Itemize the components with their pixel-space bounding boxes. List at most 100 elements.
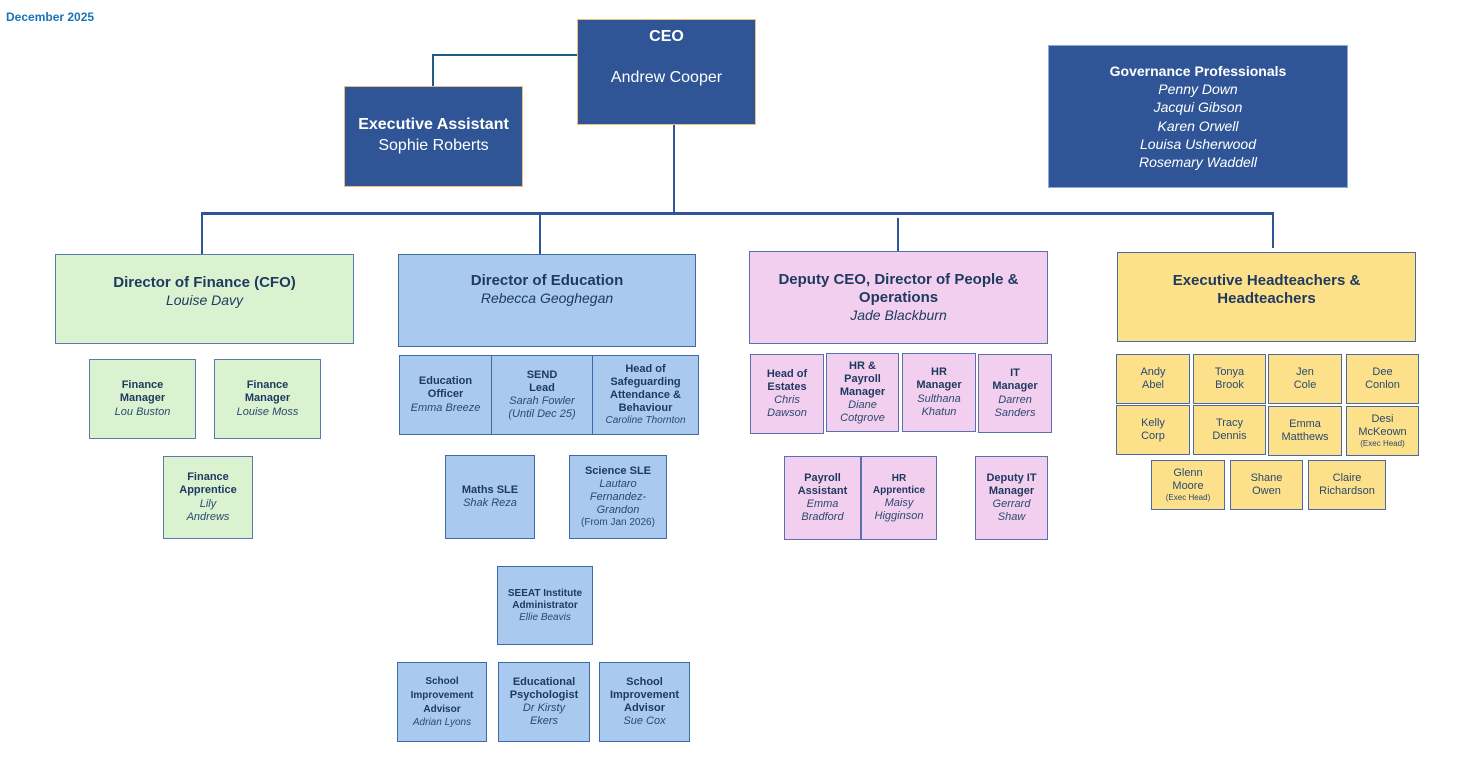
education-staff-box[interactable]: School Improvement Advisor Adrian Lyons (397, 662, 487, 742)
headteacher-last-name: Richardson (1319, 485, 1375, 497)
headteacher-note: (Exec Head) (1165, 493, 1211, 503)
ceo-box[interactable]: CEO Andrew Cooper (577, 19, 756, 125)
staff-title: HR & Payroll Manager (839, 359, 886, 398)
governance-member: Jacqui Gibson (1153, 99, 1243, 116)
people-staff-box[interactable]: IT Manager Darren Sanders (978, 354, 1052, 433)
headteacher-last-name: Owen (1252, 485, 1281, 497)
executive-assistant-box[interactable]: Executive Assistant Sophie Roberts (344, 86, 523, 187)
connector-ceo-ea-v (432, 54, 434, 87)
headteacher-first-name: Shane (1250, 471, 1283, 484)
headteacher-first-name: Dee (1372, 365, 1393, 378)
staff-name: Diane Cotgrove (840, 399, 885, 425)
headteacher-last-name: Abel (1141, 379, 1165, 391)
education-staff-box[interactable]: SEEAT Institute Administrator Ellie Beav… (497, 566, 593, 645)
staff-title: Educational Psychologist (509, 675, 579, 701)
staff-name: Sarah Fowler (509, 395, 575, 407)
education-staff-box[interactable]: Head of Safeguarding Attendance & Behavi… (592, 355, 699, 435)
finance-staff-box[interactable]: Finance Apprentice Lily Andrews (163, 456, 253, 539)
director-finance-title: Director of Finance (CFO) (113, 273, 296, 291)
people-staff-box[interactable]: Head of Estates Chris Dawson (750, 354, 824, 434)
education-staff-box[interactable]: School Improvement Advisor Sue Cox (599, 662, 690, 742)
headteacher-last-name: Conlon (1365, 379, 1400, 391)
staff-title: Maths SLE (461, 483, 519, 496)
staff-title: Education Officer (418, 375, 473, 401)
education-staff-box[interactable]: SEND Lead Sarah Fowler (Until Dec 25) (491, 355, 593, 435)
finance-staff-box[interactable]: Finance Manager Louise Moss (214, 359, 321, 439)
director-education-box[interactable]: Director of Education Rebecca Geoghegan (398, 254, 696, 347)
connector-education (539, 213, 541, 254)
staff-name: Louise Moss (236, 405, 299, 418)
staff-name: Emma Bradford (801, 498, 844, 524)
director-education-name: Rebecca Geoghegan (480, 290, 614, 307)
director-people-box[interactable]: Deputy CEO, Director of People & Operati… (749, 251, 1048, 344)
headteacher-first-name: Andy (1140, 365, 1166, 378)
governance-box[interactable]: Governance Professionals Penny Down Jacq… (1048, 45, 1348, 188)
headteacher-last-name: McKeown (1358, 426, 1407, 439)
people-staff-box[interactable]: Deputy IT Manager Gerrard Shaw (975, 456, 1048, 540)
staff-name: Dr Kirsty Ekers (522, 702, 566, 728)
people-staff-box[interactable]: HR & Payroll Manager Diane Cotgrove (826, 353, 899, 432)
staff-name: Caroline Thornton (605, 415, 686, 427)
headteacher-first-name: Glenn (1173, 467, 1203, 480)
education-staff-box[interactable]: Educational Psychologist Dr Kirsty Ekers (498, 662, 590, 742)
chart-date: December 2025 (6, 10, 95, 24)
headteacher-first-name: Emma (1289, 417, 1321, 430)
staff-name: Maisy Higginson (874, 496, 924, 522)
people-staff-box[interactable]: Payroll Assistant Emma Bradford (784, 456, 861, 540)
people-staff-box[interactable]: HR Apprentice Maisy Higginson (861, 456, 937, 540)
staff-title: Deputy IT Manager (986, 471, 1037, 497)
staff-name: Lou Buston (114, 405, 171, 418)
staff-title: School Improvement Advisor (609, 675, 680, 714)
staff-name: Sue Cox (623, 715, 666, 728)
director-finance-box[interactable]: Director of Finance (CFO) Louise Davy (55, 254, 354, 344)
governance-member: Louisa Usherwood (1140, 135, 1256, 152)
headteacher-last-name: Matthews (1281, 431, 1329, 443)
headteacher-last-name: Moore (1172, 480, 1204, 493)
staff-title: School Improvement Advisor (410, 676, 474, 715)
staff-title: Payroll Assistant (797, 471, 848, 497)
headteacher-first-name: Tracy (1215, 416, 1244, 429)
education-staff-box[interactable]: Maths SLE Shak Reza (445, 455, 535, 539)
headteachers-title: Executive Headteachers & Headteachers (1172, 272, 1361, 307)
headteacher-first-name: Kelly (1141, 416, 1165, 429)
headteacher-last-name: Brook (1215, 379, 1244, 391)
finance-staff-box[interactable]: Finance Manager Lou Buston (89, 359, 196, 439)
staff-title: HR Manager (916, 366, 962, 392)
headteacher-note: (Exec Head) (1360, 439, 1405, 449)
director-finance-name: Louise Davy (165, 291, 244, 308)
connector-horizontal-bar (201, 212, 1274, 215)
headteacher-last-name: Dennis (1212, 430, 1247, 442)
staff-title: Head of Safeguarding Attendance & Behavi… (610, 362, 681, 415)
people-staff-box[interactable]: HR Manager Sulthana Khatun (902, 353, 976, 432)
headteachers-box[interactable]: Executive Headteachers & Headteachers (1117, 252, 1416, 342)
staff-title: SEEAT Institute Administrator (507, 587, 583, 611)
staff-title: Science SLE (584, 464, 652, 477)
director-education-title: Director of Education (470, 272, 624, 290)
education-staff-box[interactable]: Education Officer Emma Breeze (399, 355, 492, 435)
staff-title: Finance Apprentice (179, 471, 237, 497)
governance-member: Rosemary Waddell (1138, 153, 1257, 170)
staff-title: Finance Manager (244, 379, 291, 405)
governance-member: Penny Down (1158, 81, 1238, 98)
headteacher-first-name: Claire (1332, 471, 1362, 484)
education-staff-box[interactable]: Science SLE Lautaro Fernandez-Grandon (F… (569, 455, 667, 539)
staff-name: Gerrard Shaw (992, 498, 1031, 524)
executive-assistant-title: Executive Assistant (358, 116, 509, 133)
director-people-title: Deputy CEO, Director of People & Operati… (778, 271, 1019, 307)
staff-name: Emma Breeze (410, 401, 481, 414)
governance-member: Karen Orwell (1157, 117, 1239, 134)
staff-name: Chris Dawson (767, 394, 807, 420)
staff-name: Lautaro Fernandez-Grandon (589, 477, 647, 517)
executive-assistant-name: Sophie Roberts (378, 137, 489, 155)
